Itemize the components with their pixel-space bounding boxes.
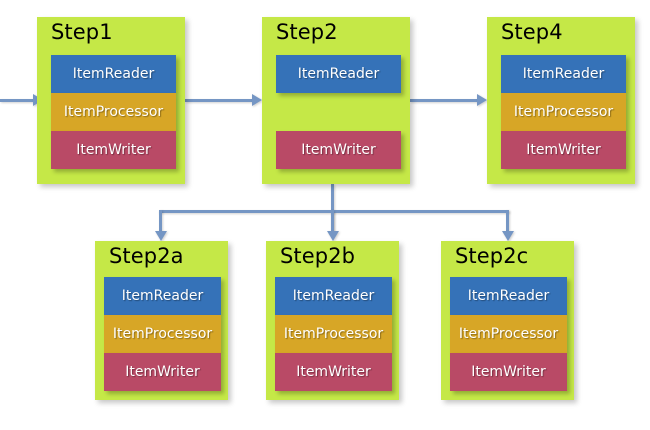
connector-step2-to-step2a-arrowhead <box>155 231 167 241</box>
connector-step2-to-step2b-arrowhead <box>327 231 339 241</box>
band-item-writer-step4[interactable]: ItemWriter <box>501 131 626 169</box>
step-title-step2a: Step2a <box>109 244 184 268</box>
band-item-processor-step1[interactable]: ItemProcessor <box>51 93 176 131</box>
band-gap-step2 <box>276 93 401 131</box>
band-item-processor-step2c[interactable]: ItemProcessor <box>450 315 567 353</box>
band-stack-step2c: ItemReader ItemProcessor ItemWriter <box>450 277 567 391</box>
connector-step2-to-step2c-arrowhead <box>502 231 514 241</box>
band-item-writer-step2a[interactable]: ItemWriter <box>104 353 221 391</box>
band-item-reader-step1[interactable]: ItemReader <box>51 55 176 93</box>
connector-step2-branch-trunk <box>331 184 334 234</box>
connector-step1-to-step2-line <box>185 99 253 102</box>
band-stack-step2a: ItemReader ItemProcessor ItemWriter <box>104 277 221 391</box>
step-box-step2c[interactable]: Step2c ItemReader ItemProcessor ItemWrit… <box>441 241 574 400</box>
connector-step2-to-step2a-line <box>159 210 162 232</box>
step-box-step2a[interactable]: Step2a ItemReader ItemProcessor ItemWrit… <box>95 241 228 400</box>
band-item-writer-step2[interactable]: ItemWriter <box>276 131 401 169</box>
band-item-writer-step2c[interactable]: ItemWriter <box>450 353 567 391</box>
band-item-reader-step2b[interactable]: ItemReader <box>275 277 392 315</box>
connector-step2-to-step4-arrowhead <box>477 94 487 106</box>
step-title-step2: Step2 <box>276 20 338 44</box>
connector-step2-branch-bus <box>159 210 509 213</box>
band-item-processor-step2a[interactable]: ItemProcessor <box>104 315 221 353</box>
step-title-step2c: Step2c <box>455 244 529 268</box>
band-item-processor-step4[interactable]: ItemProcessor <box>501 93 626 131</box>
step-title-step4: Step4 <box>501 20 563 44</box>
connector-step2-to-step2b-line <box>331 210 334 232</box>
connector-step1-to-step2-arrowhead <box>252 94 262 106</box>
connector-step2-to-step4-line <box>410 99 478 102</box>
band-item-processor-step2b[interactable]: ItemProcessor <box>275 315 392 353</box>
band-item-reader-step2[interactable]: ItemReader <box>276 55 401 93</box>
step-box-step1[interactable]: Step1 ItemReader ItemProcessor ItemWrite… <box>37 17 185 184</box>
step-box-step2[interactable]: Step2 ItemReader ItemWriter <box>262 17 410 184</box>
step-box-step2b[interactable]: Step2b ItemReader ItemProcessor ItemWrit… <box>266 241 399 400</box>
step-title-step2b: Step2b <box>280 244 356 268</box>
band-item-writer-step2b[interactable]: ItemWriter <box>275 353 392 391</box>
band-stack-step2b: ItemReader ItemProcessor ItemWriter <box>275 277 392 391</box>
band-stack-step2: ItemReader ItemWriter <box>276 55 401 169</box>
step-box-step4[interactable]: Step4 ItemReader ItemProcessor ItemWrite… <box>487 17 635 184</box>
band-item-reader-step4[interactable]: ItemReader <box>501 55 626 93</box>
band-item-writer-step1[interactable]: ItemWriter <box>51 131 176 169</box>
step-title-step1: Step1 <box>51 20 113 44</box>
band-item-reader-step2a[interactable]: ItemReader <box>104 277 221 315</box>
connector-step2-to-step2c-line <box>506 210 509 232</box>
band-stack-step4: ItemReader ItemProcessor ItemWriter <box>501 55 626 169</box>
band-stack-step1: ItemReader ItemProcessor ItemWriter <box>51 55 176 169</box>
connector-entry-to-step1-line <box>0 99 34 102</box>
band-item-reader-step2c[interactable]: ItemReader <box>450 277 567 315</box>
